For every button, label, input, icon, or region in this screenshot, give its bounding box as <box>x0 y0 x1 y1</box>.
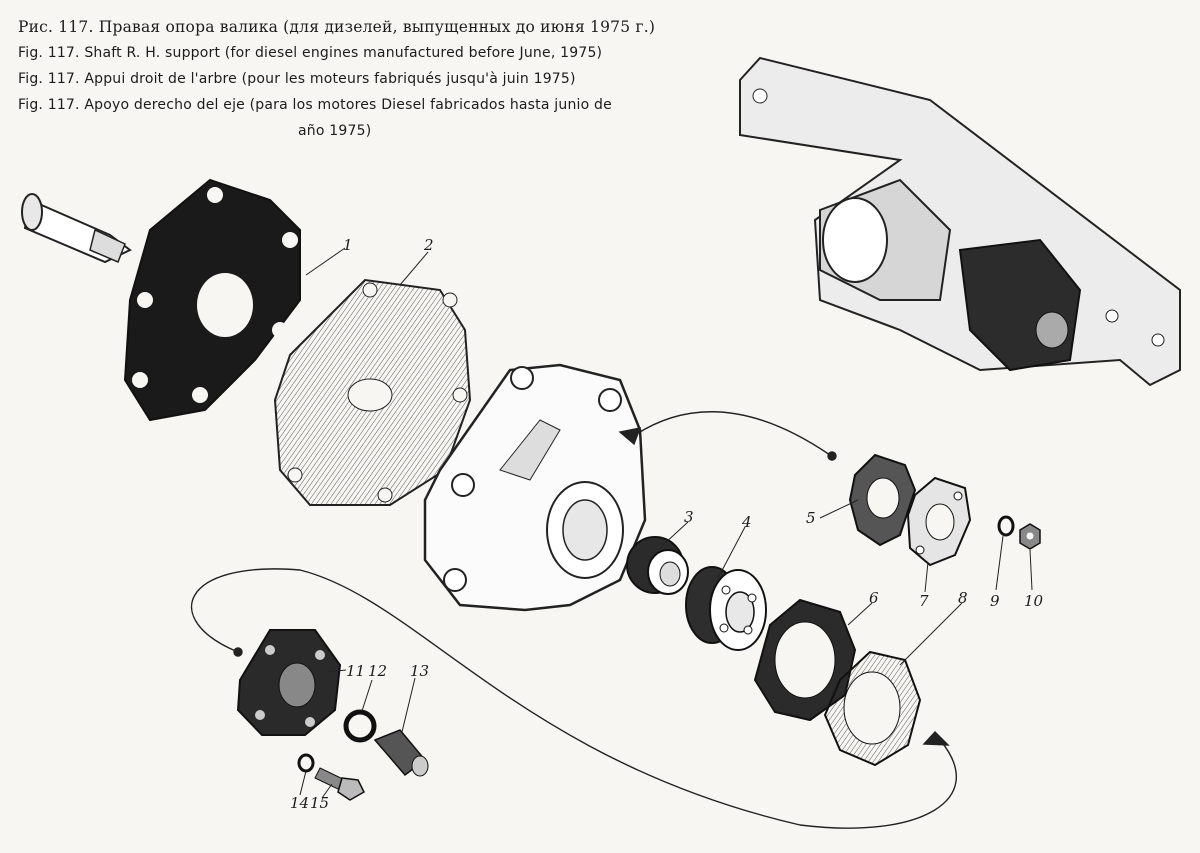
callout-15: 15 <box>310 794 329 812</box>
part-9-washer <box>997 515 1015 537</box>
callout-leaders <box>299 247 1033 799</box>
callout-7: 7 <box>919 592 929 610</box>
part-2-cover-plate <box>273 278 472 506</box>
callout-8: 8 <box>958 589 968 607</box>
part-12-lock-washer <box>343 709 377 743</box>
callout-4: 4 <box>741 513 752 531</box>
part-3-oil-seal <box>626 536 689 595</box>
caption-spanish: Fig. 117. Apoyo derecho del eje (para lo… <box>18 97 612 113</box>
callout-labels: 1 2 3 4 5 6 7 8 9 10 11 12 13 14 15 <box>290 236 1044 812</box>
assembled-engine-view <box>739 56 1181 387</box>
figure-captions: Рис. 117. Правая опора валика (для дизел… <box>18 14 658 144</box>
part-11-end-cap <box>236 629 342 736</box>
part-15-bolt <box>314 767 365 801</box>
part-1-gasket <box>123 178 301 422</box>
part-8-gasket-ring <box>823 650 922 767</box>
assembly-leader-line-lower <box>190 568 957 829</box>
caption-french: Fig. 117. Appui droit de l'arbre (pour l… <box>18 71 576 87</box>
caption-spanish-continued: año 1975) <box>298 123 372 139</box>
callout-1: 1 <box>343 236 353 254</box>
part-4-bearing <box>685 566 767 651</box>
callout-6: 6 <box>869 589 879 607</box>
callout-11: 11 <box>346 662 365 680</box>
callout-13: 13 <box>410 662 429 680</box>
callout-12: 12 <box>368 662 387 680</box>
callout-10: 10 <box>1024 592 1044 610</box>
part-7-flange <box>906 476 972 567</box>
caption-russian: Рис. 117. Правая опора валика (для дизел… <box>18 18 656 36</box>
part-14-washer <box>297 753 315 773</box>
shaft-stub <box>21 193 132 264</box>
part-6-gasket-ring <box>753 598 857 722</box>
callout-2: 2 <box>423 236 434 254</box>
assembly-leader-line-upper <box>618 411 837 461</box>
callout-14: 14 <box>290 794 309 812</box>
support-housing <box>423 363 647 612</box>
callout-9: 9 <box>990 592 1000 610</box>
part-13-plug <box>373 729 429 777</box>
callout-5: 5 <box>806 509 816 527</box>
part-10-nut <box>1019 523 1041 550</box>
caption-english: Fig. 117. Shaft R. H. support (for diese… <box>18 45 603 61</box>
part-5-flange-gasket <box>848 453 917 547</box>
callout-3: 3 <box>684 508 694 526</box>
